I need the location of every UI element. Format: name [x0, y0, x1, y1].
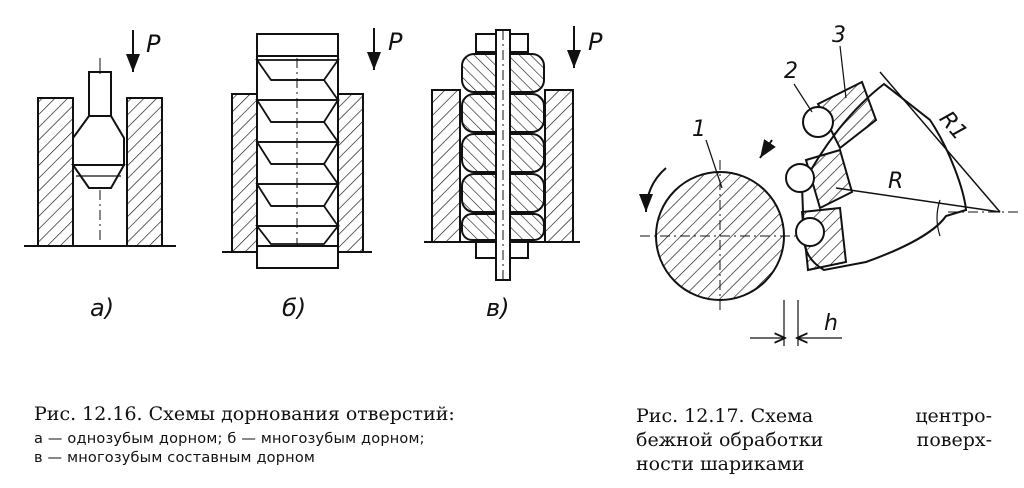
- caption-fig-12-17-line-2a: бежной обработки: [636, 429, 824, 451]
- caption-fig-12-17-row-2: бежной обработки поверх-: [636, 428, 992, 452]
- subfigure-label-a: а): [90, 294, 114, 322]
- diagram-b-multi-tooth-mandrel: [222, 33, 372, 269]
- label-leaders: [705, 45, 847, 189]
- depth-label: h: [824, 311, 838, 336]
- force-label-c: P: [588, 28, 603, 56]
- part-label-2: 2: [784, 59, 798, 84]
- caption-fig-12-16-line-2: в — многозубым составным дорном: [34, 450, 316, 466]
- force-label-a: P: [146, 30, 161, 58]
- diagram-a-single-tooth-mandrel: [24, 58, 176, 247]
- caption-fig-12-17: Рис. 12.17. Схема центро- бежной обработ…: [636, 404, 992, 476]
- caption-fig-12-16-line-1: а — однозубым дорном; б — многозубым дор…: [34, 431, 425, 447]
- caption-fig-12-16-title: Рис. 12.16. Схемы дорнования отверстий:: [34, 403, 455, 425]
- caption-fig-12-17-line-1a: Рис. 12.17. Схема: [636, 405, 814, 427]
- subfigure-label-b: б): [282, 294, 306, 322]
- diagram-centrifugal-ball-processing: [639, 71, 1018, 346]
- radius-label: R: [888, 169, 903, 194]
- caption-fig-12-17-row-1: Рис. 12.17. Схема центро-: [636, 404, 992, 428]
- caption-fig-12-17-line-3: ности шариками: [636, 453, 805, 475]
- caption-fig-12-17-line-2b: поверх-: [916, 429, 992, 451]
- subfigure-label-c: в): [486, 294, 510, 322]
- force-label-b: P: [388, 28, 403, 56]
- diagram-c-composite-mandrel: [424, 29, 580, 281]
- part-label-1: 1: [692, 117, 706, 142]
- part-label-3: 3: [832, 23, 846, 48]
- caption-fig-12-17-line-1b: центро-: [915, 405, 992, 427]
